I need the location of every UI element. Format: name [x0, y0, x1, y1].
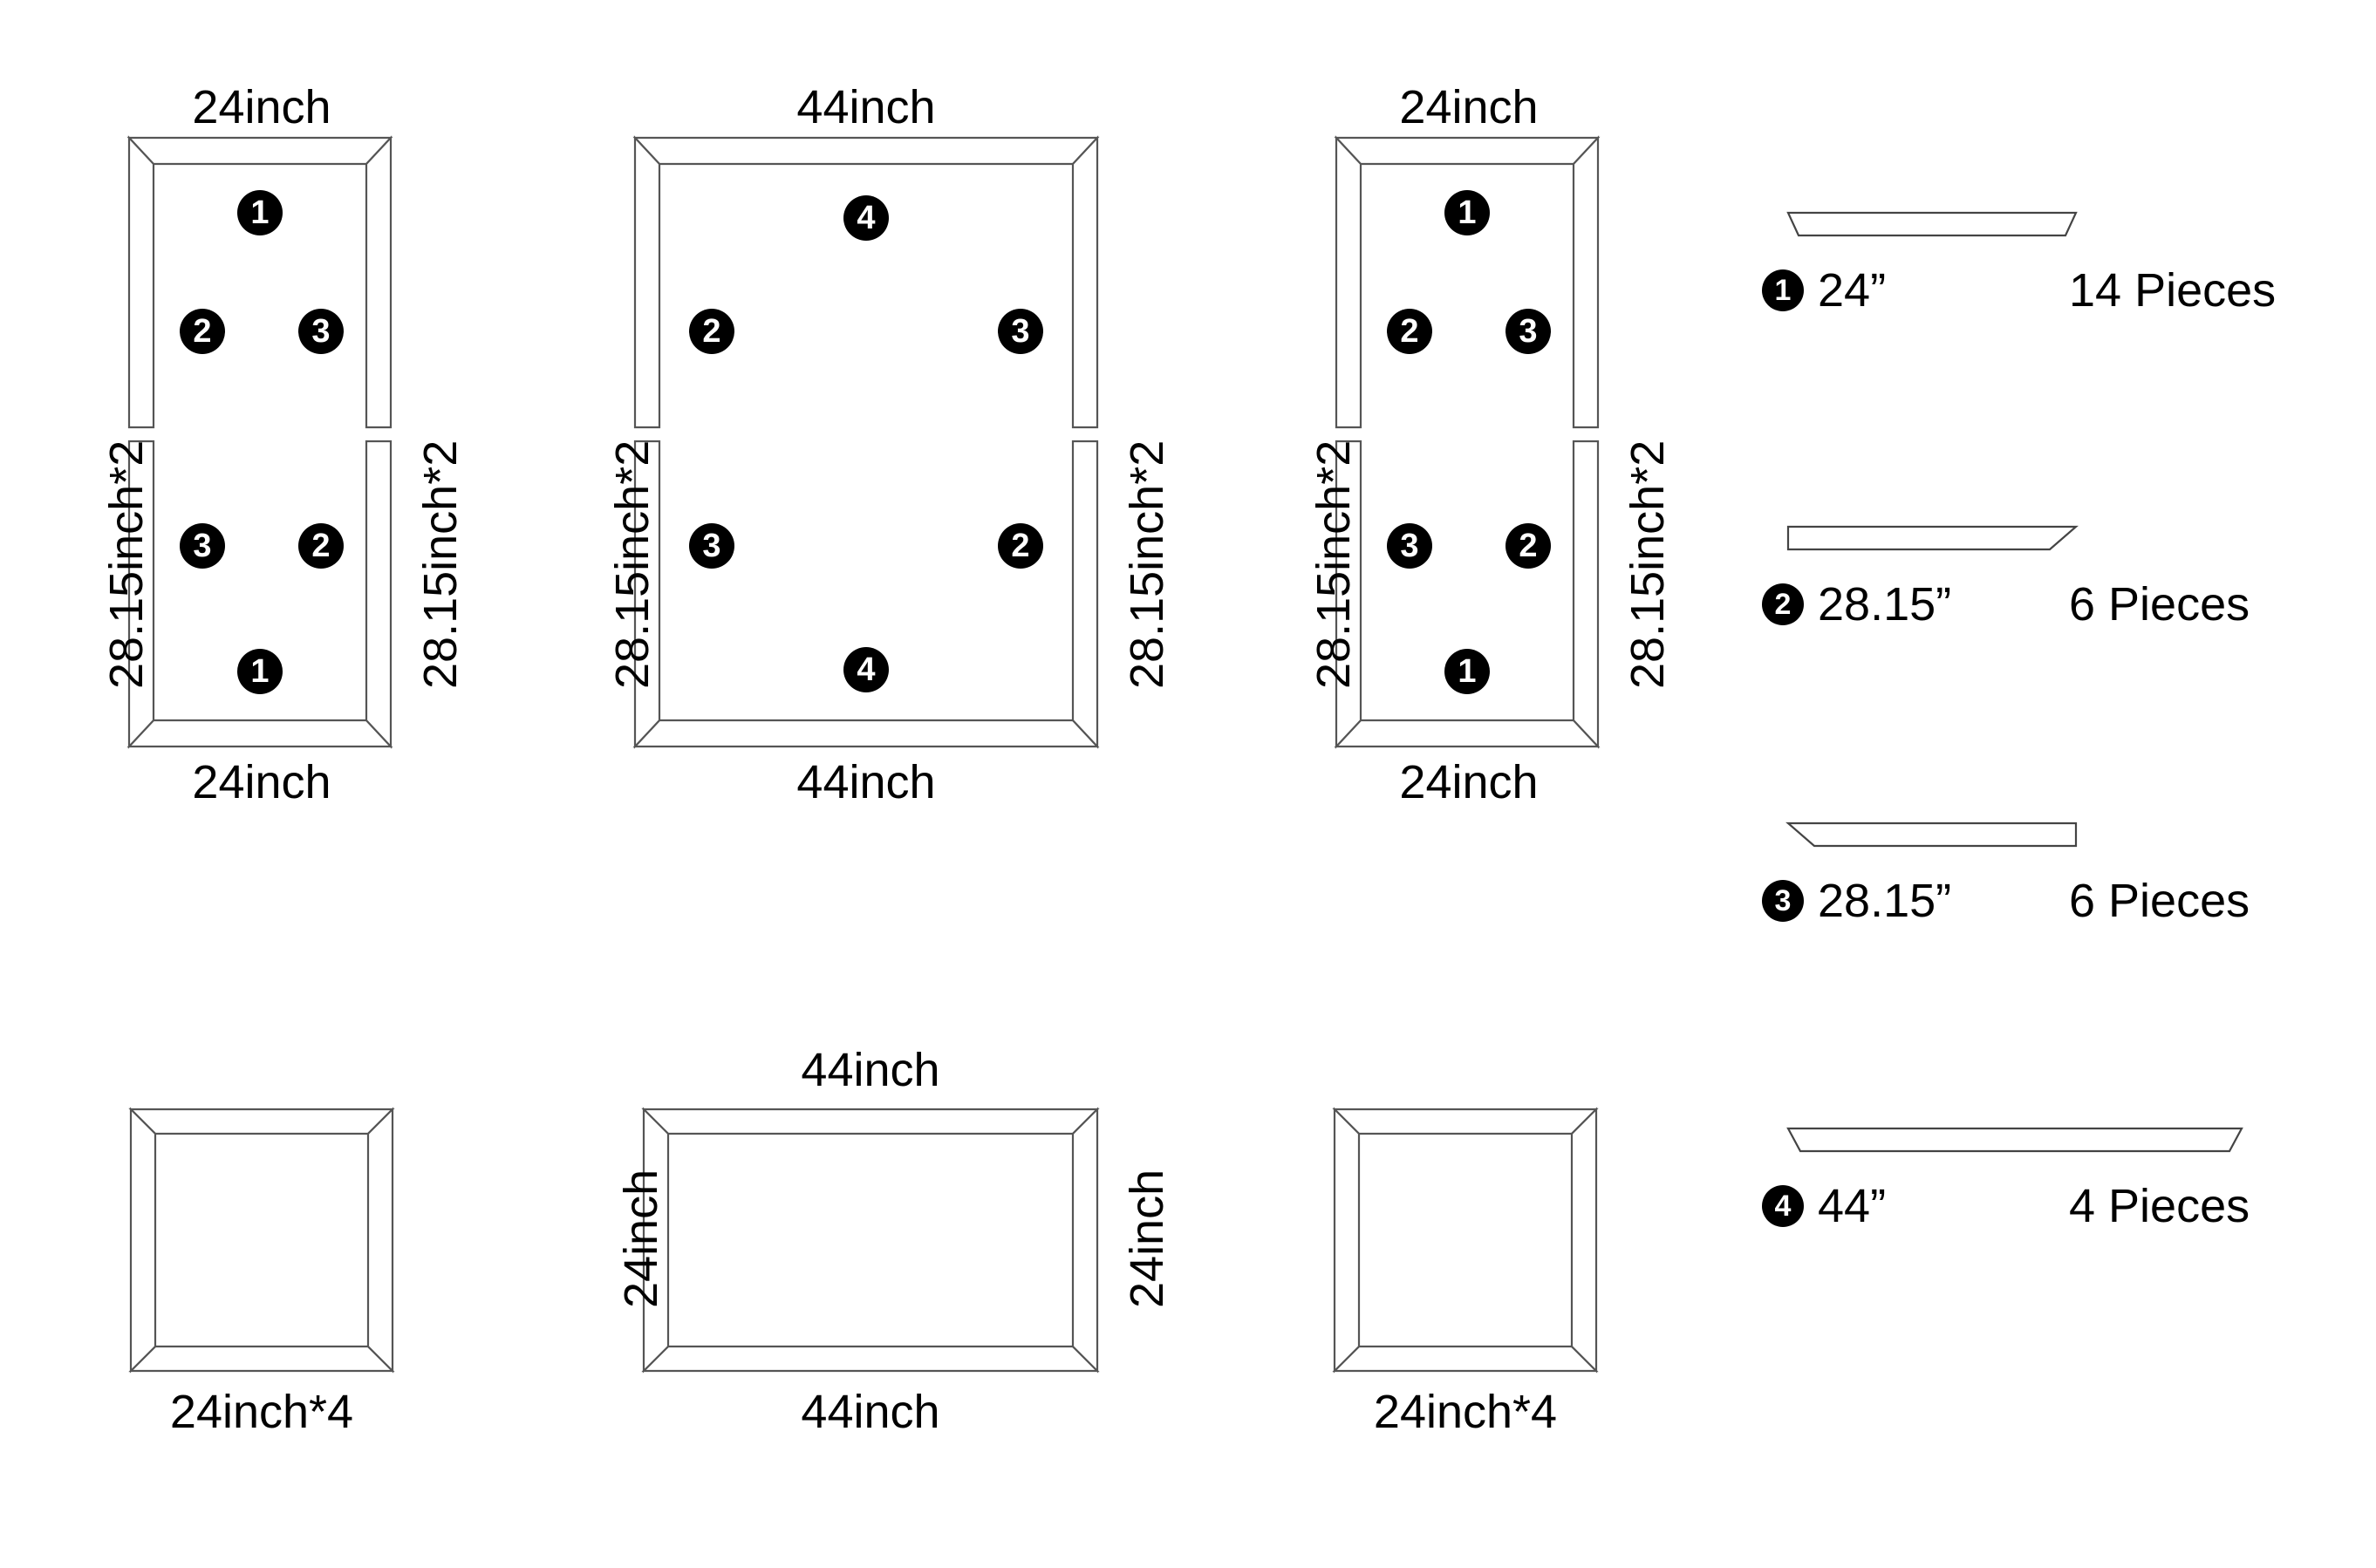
dim-bottom-middle-rect-left: 24inch: [615, 1169, 667, 1308]
dim-top-right-panel-bottom: 24inch: [1399, 756, 1539, 808]
badge-3: 3: [1505, 309, 1551, 354]
badge-3: 3: [180, 523, 225, 569]
badge-3: 3: [689, 523, 734, 569]
legend-count-3: 6 Pieces: [2069, 875, 2250, 927]
dim-top-right-panel-top: 24inch: [1399, 81, 1539, 133]
part-bar-4-icon: [1786, 1125, 2243, 1156]
dim-top-right-panel-left: 28.15inch*2: [1307, 440, 1360, 689]
legend-size-3: 28.15”: [1818, 875, 1952, 927]
badge-1: 1: [237, 649, 283, 694]
frame-bottom-middle-rect: [641, 1107, 1100, 1374]
dim-top-left-panel-bottom: 24inch: [192, 756, 331, 808]
dim-top-left-panel-right: 28.15inch*2: [414, 440, 467, 689]
dim-bottom-middle-rect-right: 24inch: [1121, 1169, 1173, 1308]
badge-2: 2: [1505, 523, 1551, 569]
frame-top-right-panel: 1 2 3 3 2 1: [1334, 135, 1601, 749]
dim-bottom-middle-rect-bottom: 44inch: [801, 1386, 940, 1438]
legend-size-1: 24”: [1818, 264, 1887, 317]
dim-top-middle-panel-right: 28.15inch*2: [1121, 440, 1173, 689]
part-bar-1-icon: [1786, 209, 2078, 241]
frame-top-left-panel: 1 2 3 3 2 1: [126, 135, 393, 749]
badge-2: 2: [180, 309, 225, 354]
badge-3: 3: [298, 309, 344, 354]
legend-badge-3: 3: [1762, 880, 1804, 922]
legend-badge-2: 2: [1762, 583, 1804, 625]
dim-top-left-panel-top: 24inch: [192, 81, 331, 133]
dim-top-middle-panel-bottom: 44inch: [796, 756, 936, 808]
legend-size-4: 44”: [1818, 1180, 1887, 1232]
dim-bottom-middle-rect-top: 44inch: [801, 1044, 940, 1096]
badge-1: 1: [1444, 190, 1490, 235]
badge-3: 3: [998, 309, 1043, 354]
legend-size-2: 28.15”: [1818, 578, 1952, 631]
legend-count-1: 14 Pieces: [2069, 264, 2277, 317]
badge-2: 2: [298, 523, 344, 569]
badge-2: 2: [689, 309, 734, 354]
frame-top-middle-panel: 4 2 3 3 2 4: [632, 135, 1100, 749]
legend-badge-4: 4: [1762, 1185, 1804, 1227]
frame-bottom-right-square: [1332, 1107, 1599, 1374]
dim-top-middle-panel-left: 28.15inch*2: [606, 440, 659, 689]
badge-4: 4: [843, 647, 889, 692]
legend-count-4: 4 Pieces: [2069, 1180, 2250, 1232]
badge-1: 1: [1444, 649, 1490, 694]
badge-1: 1: [237, 190, 283, 235]
part-bar-2-icon: [1786, 523, 2079, 555]
legend-badge-1: 1: [1762, 269, 1804, 311]
badge-2: 2: [1387, 309, 1432, 354]
dim-bottom-right-square-bottom: 24inch*4: [1373, 1386, 1558, 1438]
dim-top-right-panel-right: 28.15inch*2: [1622, 440, 1674, 689]
part-bar-3-icon: [1785, 820, 2078, 851]
dim-top-left-panel-left: 28.15inch*2: [100, 440, 153, 689]
badge-3: 3: [1387, 523, 1432, 569]
badge-2: 2: [998, 523, 1043, 569]
dim-bottom-left-square-bottom: 24inch*4: [169, 1386, 354, 1438]
dim-top-middle-panel-top: 44inch: [796, 81, 936, 133]
frame-bottom-left-square: [128, 1107, 395, 1374]
badge-4: 4: [843, 195, 889, 241]
legend-count-2: 6 Pieces: [2069, 578, 2250, 631]
